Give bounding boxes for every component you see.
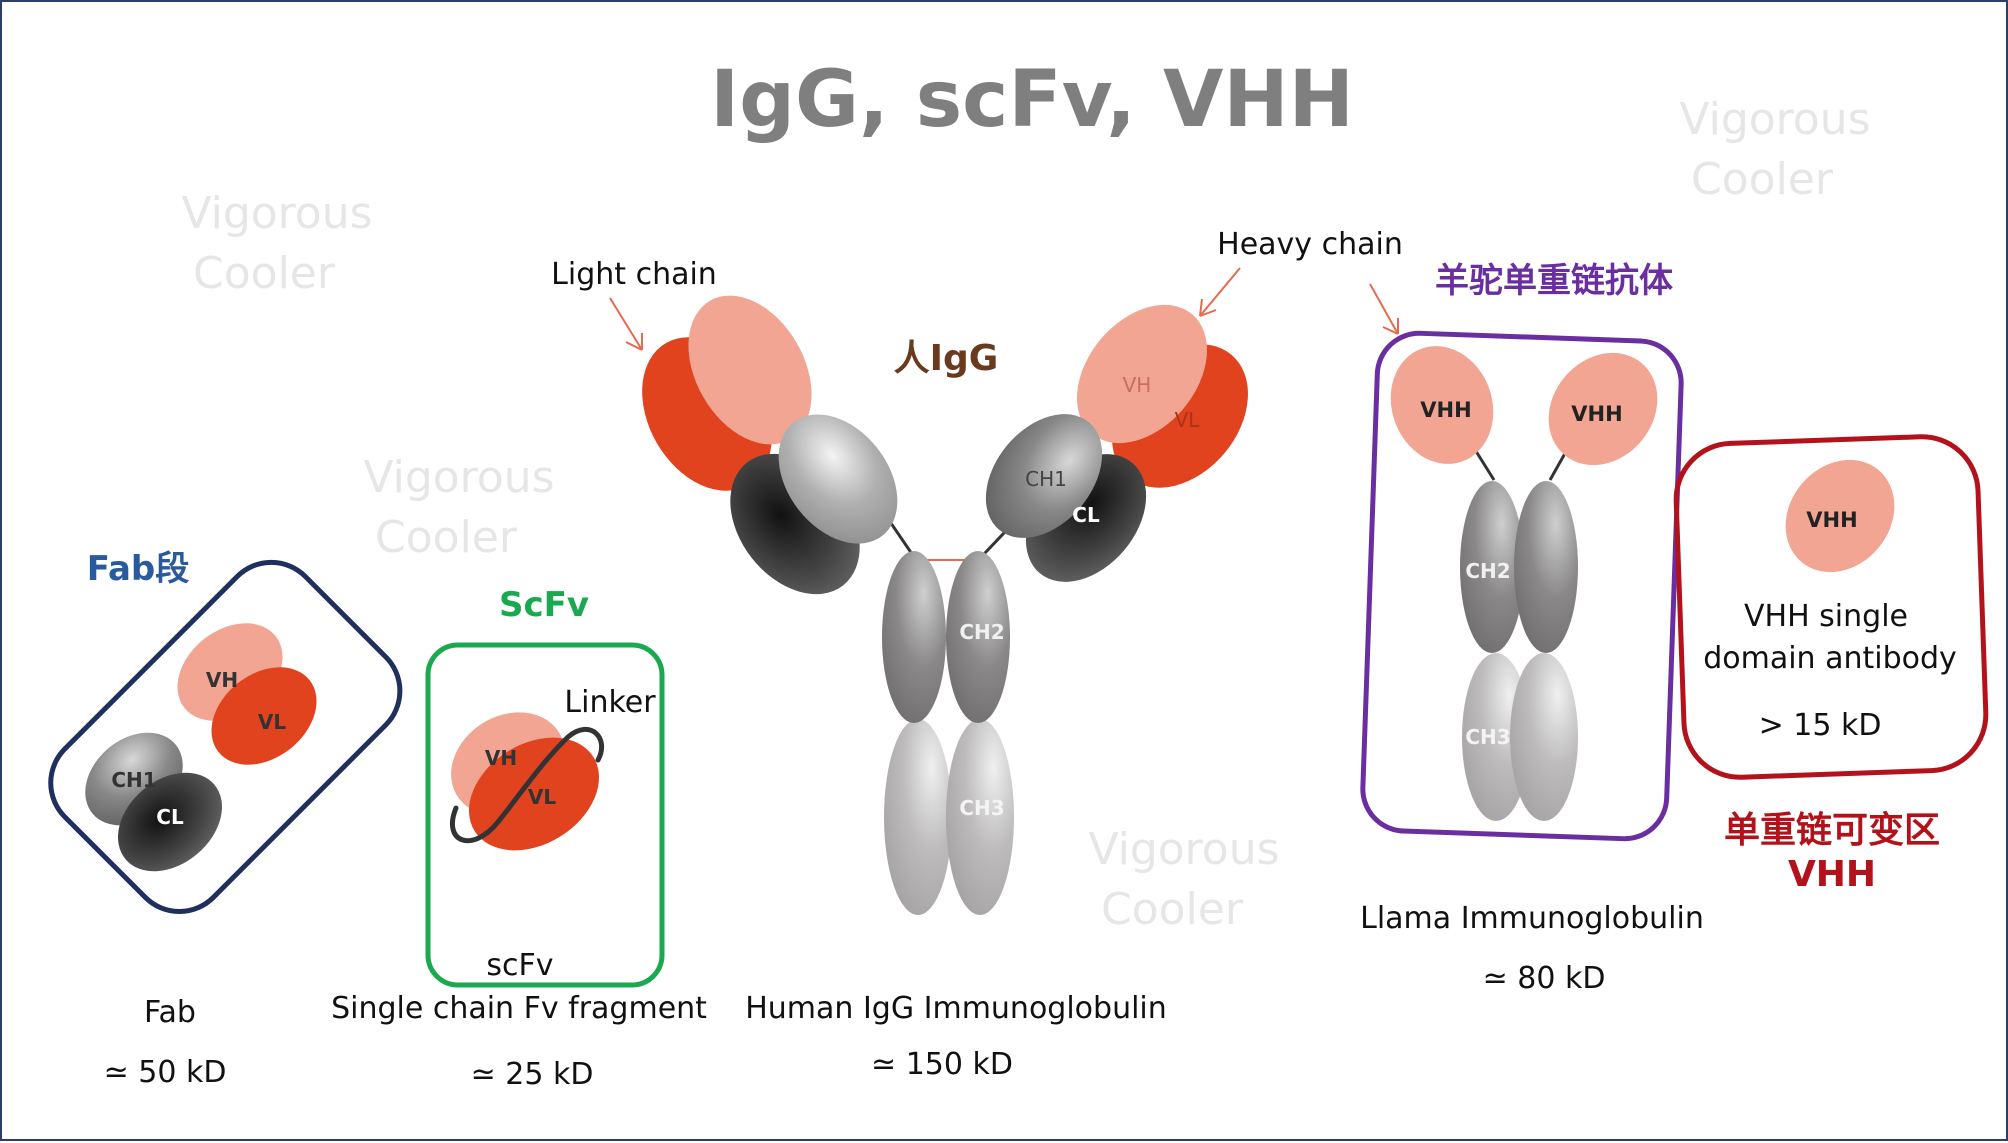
vhh-label-cn-line1: 单重链可变区 (1724, 809, 1940, 851)
watermark-text-1a: Vigorous (181, 188, 372, 239)
llama-ch2-right-domain (1514, 481, 1578, 653)
fab-box (48, 559, 403, 915)
llama-ch3-label: CH3 (1465, 725, 1510, 749)
igg-label-cn: 人IgG (894, 338, 999, 379)
scfv-vh-label: VH (485, 746, 517, 770)
scfv-inner-label: scFv (486, 948, 553, 983)
igg-ch3-right-domain (946, 719, 1014, 915)
igg-ch2-label: CH2 (959, 620, 1004, 644)
igg-right-vh-domain (1077, 304, 1207, 444)
scfv-linker-label: Linker (564, 685, 656, 720)
llama-arrow (1369, 283, 1399, 335)
llama-vhh-right-domain (1548, 352, 1658, 466)
llama-hinge-left (1472, 447, 1496, 481)
heavy-chain-arrowhead (1199, 298, 1217, 317)
llama-name: Llama Immunoglobulin (1360, 901, 1704, 936)
igg-vh-label: VH (1123, 373, 1152, 397)
vhh-domain (1785, 459, 1895, 573)
llama-ch3-left-domain (1462, 653, 1530, 821)
scfv-linker-path (449, 726, 605, 844)
vhh-name-line2: domain antibody (1703, 641, 1957, 676)
light-chain-arrowhead (625, 333, 643, 351)
fab-vh-label: VH (206, 668, 238, 692)
igg-right-ch1-domain (985, 414, 1103, 538)
llama-vhh-right-label: VHH (1571, 402, 1622, 426)
vhh-domain-label: VHH (1806, 508, 1857, 532)
scfv-label: ScFv (499, 585, 589, 625)
scfv-box (425, 642, 665, 988)
watermark-text-3a: Vigorous (1088, 824, 1279, 875)
llama-ch3-right-domain (1510, 653, 1578, 821)
watermark-text-2b: Cooler (375, 512, 518, 563)
vhh-size: > 15 kD (1759, 708, 1882, 743)
igg-ch3-label: CH3 (959, 796, 1004, 820)
igg-vl-label: VL (1175, 408, 1201, 432)
watermark-3: Vigorous Cooler (1088, 824, 1279, 935)
watermark-1: Vigorous Cooler (181, 188, 372, 299)
igg-name: Human IgG Immunoglobulin (745, 991, 1167, 1026)
vhh-label-cn-line2: VHH (1788, 854, 1876, 895)
llama-arrowhead (1382, 318, 1399, 335)
watermark-text-1b: Cooler (193, 248, 336, 299)
llama-label-cn: 羊驼单重链抗体 (1435, 261, 1673, 301)
heavy-chain-label: Heavy chain (1217, 227, 1403, 262)
fab-vl-label: VL (258, 710, 286, 734)
fab-ch1-label: CH1 (111, 768, 156, 792)
fab-size: ≃ 50 kD (104, 1055, 227, 1090)
fab-cl-label: CL (156, 805, 184, 829)
igg-ch1-label: CH1 (1025, 467, 1067, 491)
igg-cl-label: CL (1072, 503, 1100, 527)
watermark-text-3b: Cooler (1101, 884, 1244, 935)
igg-ch2-left-domain (882, 551, 946, 723)
llama-ch2-left-domain (1460, 481, 1524, 653)
fab-label-cn: Fab段 (87, 549, 190, 589)
scfv-vl-label: VL (528, 785, 556, 809)
llama-box (1360, 330, 1684, 842)
igg-ch3-left-domain (884, 719, 952, 915)
vhh-name-line1: VHH single (1744, 599, 1908, 634)
watermark-text-4a: Vigorous (1679, 94, 1870, 145)
igg-left-ch1-domain (778, 414, 898, 544)
light-chain-arrow (609, 297, 643, 351)
igg-size: ≃ 150 kD (871, 1047, 1013, 1082)
watermark-text-4b: Cooler (1691, 154, 1834, 205)
fab-cl-domain (118, 772, 222, 872)
heavy-chain-arrow (1199, 267, 1241, 317)
watermark-text-2a: Vigorous (363, 452, 554, 503)
vhh-box (1673, 434, 1989, 780)
fab-vl-domain (211, 667, 317, 765)
llama-vhh-left-label: VHH (1420, 398, 1471, 422)
fab-name: Fab (144, 995, 196, 1030)
page-title: IgG, scFv, VHH (710, 55, 1354, 145)
llama-size: ≃ 80 kD (1483, 961, 1606, 996)
scfv-size: ≃ 25 kD (471, 1057, 594, 1092)
llama-ch2-label: CH2 (1465, 559, 1510, 583)
watermark-4: Vigorous Cooler (1679, 94, 1870, 205)
igg-ch2-right-domain (946, 551, 1010, 723)
watermark-2: Vigorous Cooler (363, 452, 554, 563)
scfv-name: Single chain Fv fragment (331, 991, 707, 1026)
scfv-vl-domain (468, 737, 600, 851)
llama-vhh-left-domain (1390, 346, 1494, 464)
igg-left-vh-domain (688, 295, 812, 445)
light-chain-label: Light chain (551, 257, 717, 292)
